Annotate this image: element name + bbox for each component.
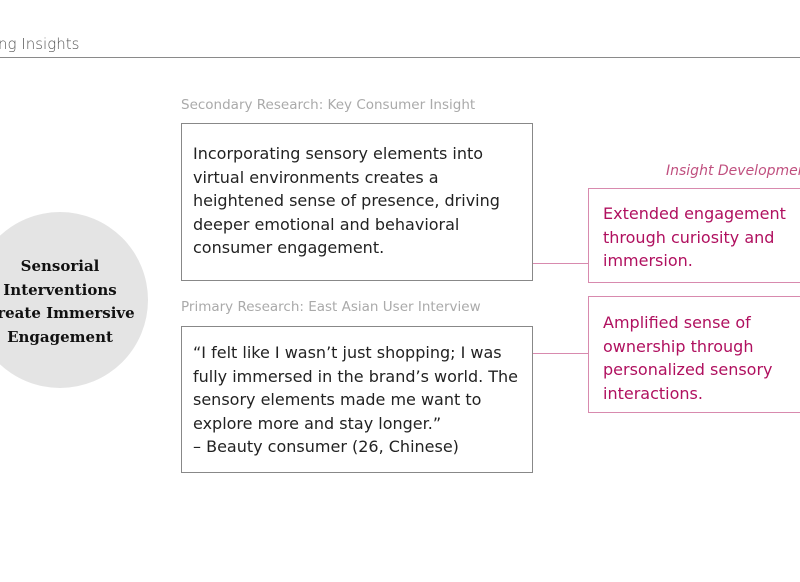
theme-line: Sensorial [20,257,100,275]
insight-box: Amplified sense of ownership through per… [588,296,800,413]
connector-line [533,263,588,264]
insight-text: Extended engagement through curiosity an… [603,204,786,270]
secondary-research-label: Secondary Research: Key Consumer Insight [181,97,476,113]
secondary-research-box: Incorporating sensory elements into virt… [181,123,533,281]
theme-line: Create Immersive [0,304,135,322]
secondary-research-text: Incorporating sensory elements into virt… [193,144,500,257]
interview-attribution: – Beauty consumer (26, Chinese) [193,437,459,456]
theme-circle [0,212,148,388]
theme-line: Engagement [7,327,113,346]
insight-text: Amplified sense of ownership through per… [603,313,773,403]
connector-line [533,353,588,354]
header-divider [0,57,800,58]
theme-line: Interventions [3,280,117,299]
slide-title: ng Insights [0,35,80,53]
theme-title: Sensorial Interventions Create Immersive… [0,255,160,349]
insight-box: Extended engagement through curiosity an… [588,188,800,283]
primary-research-label: Primary Research: East Asian User Interv… [181,299,481,315]
primary-research-box: “I felt like I wasn’t just shopping; I w… [181,326,533,473]
insight-development-label: Insight Development [666,163,800,179]
interview-quote: “I felt like I wasn’t just shopping; I w… [193,343,519,433]
